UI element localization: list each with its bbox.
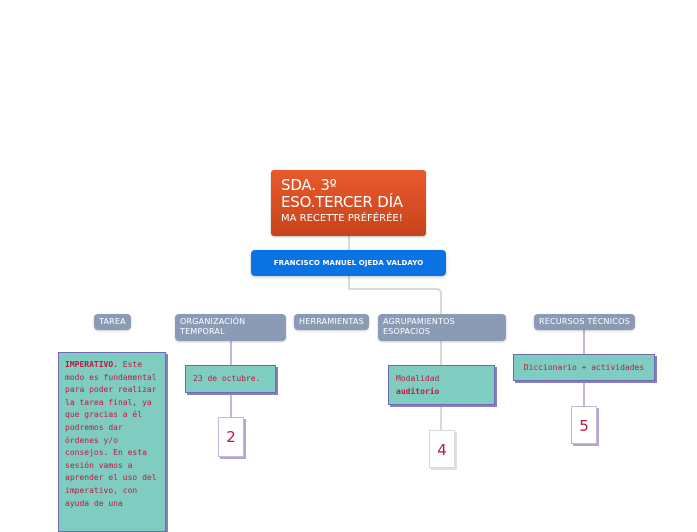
root-topic[interactable]: SDA. 3º ESO.TERCER DÍA MA RECETTE PRÉFÉR…	[271, 170, 426, 236]
connector-org-number	[230, 393, 232, 417]
agrupamientos-line2: auditorio	[396, 386, 440, 396]
agrupamientos-number[interactable]: 4	[429, 430, 455, 468]
branch-agrupamientos[interactable]: AGRUPAMIENTOS ESOPACIOS	[378, 314, 506, 341]
connector-horizontal	[348, 288, 438, 290]
root-title-line2: ESO.TERCER DÍA	[281, 193, 403, 211]
branch-recursos-tecnicos[interactable]: RECURSOS TÉCNICOS	[534, 314, 635, 330]
connector-corner	[436, 288, 442, 294]
tarea-content[interactable]: IMPERATIVO. Este modo es fundamental par…	[58, 352, 166, 532]
connector-to-agrupamientos	[440, 292, 442, 314]
connector-agr-number	[440, 405, 442, 430]
branch-organizacion-label: ORGANIZACIÓN TEMPORAL	[180, 317, 246, 336]
agrupamientos-line1: Modalidad	[396, 374, 440, 383]
tarea-content-bold: IMPERATIVO.	[65, 360, 118, 369]
organizacion-number[interactable]: 2	[218, 417, 244, 457]
root-subtitle: MA RECETTE PRÉFÉRÉE!	[281, 213, 403, 224]
tarea-content-text: Este modo es fundamental para poder real…	[65, 360, 157, 508]
connector-author-down	[348, 276, 350, 289]
agrupamientos-content[interactable]: Modalidad auditorio	[388, 365, 495, 405]
connector-rec-content	[583, 330, 585, 354]
recursos-content[interactable]: Diccionario + actividades	[513, 354, 655, 381]
branch-tarea[interactable]: TAREA	[94, 314, 131, 330]
branch-herramientas[interactable]: HERRAMIENTAS	[294, 314, 369, 330]
connector-rec-number	[583, 381, 585, 406]
connector-root-author	[348, 236, 350, 250]
organizacion-content[interactable]: 23 de octubre.	[185, 365, 276, 393]
branch-agrupamientos-label: AGRUPAMIENTOS ESOPACIOS	[383, 317, 455, 336]
recursos-number[interactable]: 5	[571, 406, 597, 444]
connector-org-content	[230, 341, 232, 365]
connector-agr-content	[440, 341, 442, 365]
author-topic[interactable]: FRANCISCO MANUEL OJEDA VALDAYO	[251, 250, 446, 276]
root-title-line1: SDA. 3º	[281, 176, 337, 194]
branch-organizacion-temporal[interactable]: ORGANIZACIÓN TEMPORAL	[175, 314, 286, 341]
